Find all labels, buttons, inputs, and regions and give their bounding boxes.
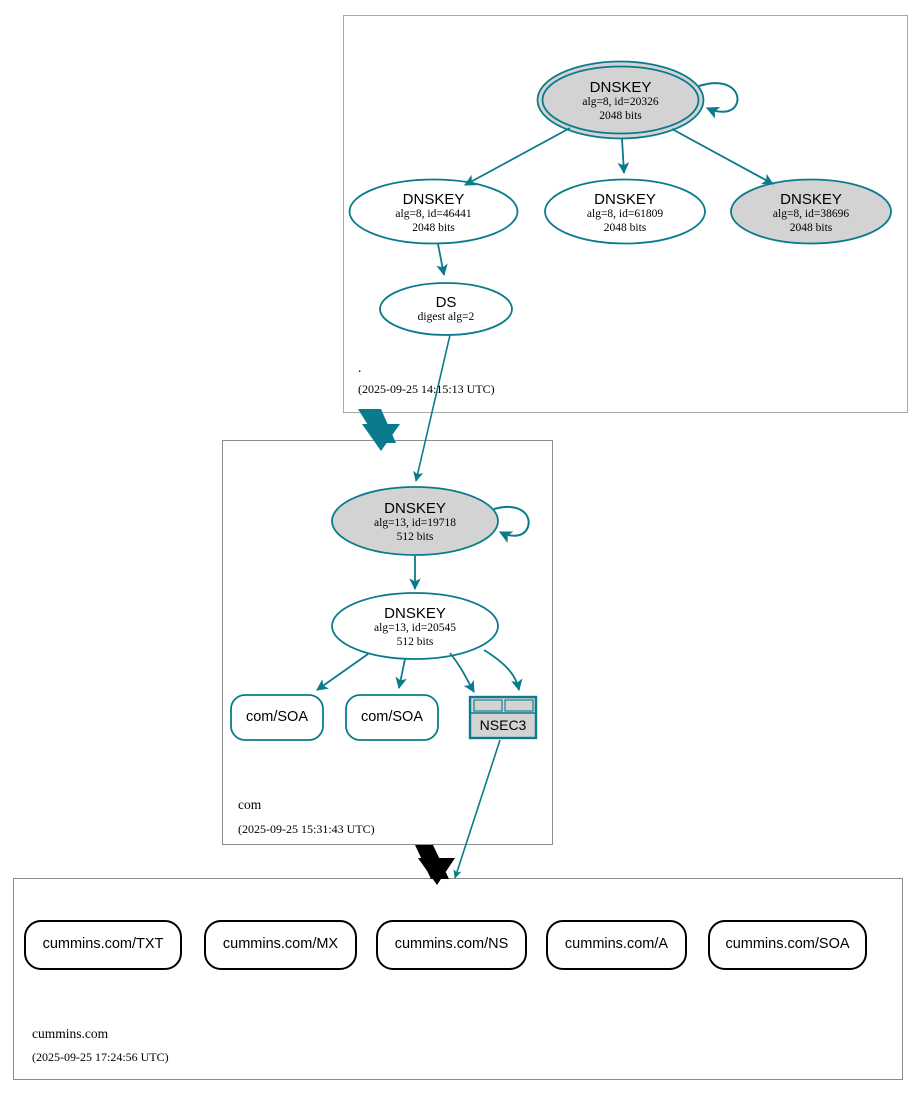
zone-label-root-time: (2025-09-25 14:15:13 UTC): [358, 382, 495, 396]
zone-label-com-time: (2025-09-25 15:31:43 UTC): [238, 822, 375, 836]
edge-root-ksk-to-zsk-46441: [464, 127, 571, 186]
edge-com-zsk-to-soa-2: [395, 658, 407, 690]
zone-transition-root-to-com-head: [362, 424, 400, 451]
node-cummins-txt[interactable]: [24, 920, 182, 970]
node-root-ksk-20326[interactable]: [536, 60, 705, 140]
edge-com-zsk-to-nsec3-a: [449, 652, 475, 693]
edge-nsec3-to-cummins: [453, 739, 501, 879]
edge-ds-to-com-ksk: [413, 334, 451, 482]
zone-label-cummins-name: cummins.com: [32, 1026, 109, 1041]
edge-root-ksk-to-zsk-61809: [617, 138, 630, 175]
node-root-ds[interactable]: [379, 282, 513, 336]
node-com-nsec3[interactable]: [468, 695, 538, 740]
zone-transition-com-to-cummins-head: [418, 858, 455, 885]
zone-label-cummins-time: (2025-09-25 17:24:56 UTC): [32, 1050, 169, 1064]
node-com-soa-1[interactable]: [230, 694, 324, 741]
node-com-zsk-20545[interactable]: [331, 592, 499, 660]
node-root-zsk-61809[interactable]: [544, 178, 706, 245]
edge-self-loop-com-ksk: [493, 506, 530, 543]
node-root-zsk-46441[interactable]: [348, 178, 519, 245]
edge-root-ksk-to-zsk-38696: [671, 128, 774, 185]
zone-box-root: [343, 15, 908, 413]
node-cummins-ns[interactable]: [376, 920, 527, 970]
edge-root-zsk-46441-to-ds: [436, 243, 448, 277]
zone-label-com-name: com: [238, 797, 262, 812]
edge-com-zsk-to-soa-1: [316, 653, 369, 691]
node-root-zsk-38696[interactable]: [730, 178, 892, 245]
node-cummins-soa[interactable]: [708, 920, 867, 970]
node-com-soa-2[interactable]: [345, 694, 439, 741]
edge-com-zsk-to-nsec3-b: [483, 649, 523, 692]
edge-self-loop-root-ksk: [698, 82, 739, 119]
node-cummins-a[interactable]: [546, 920, 687, 970]
zone-label-root-name: .: [358, 360, 362, 375]
node-com-ksk-19718[interactable]: [331, 486, 499, 556]
node-cummins-mx[interactable]: [204, 920, 357, 970]
